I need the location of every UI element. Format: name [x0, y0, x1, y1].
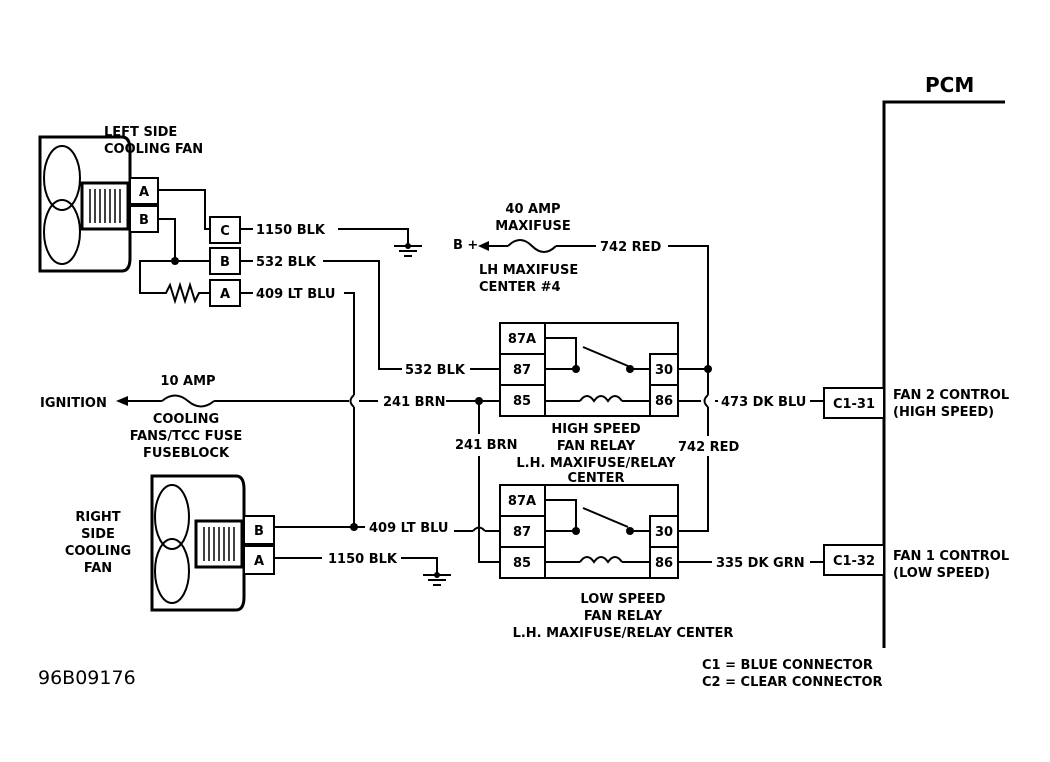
- maxifuse-label-1: 40 AMP: [505, 202, 560, 217]
- right-fan-motor: [194, 519, 244, 569]
- left-fan-housing: [38, 135, 132, 273]
- connector-pin-b: B: [220, 255, 230, 270]
- left-fan-blade-top: [43, 145, 81, 211]
- connector-c1-32: [823, 544, 885, 576]
- left-fan-pin-b: B: [139, 213, 149, 228]
- wire-1150-blk-top: 1150 BLK: [256, 223, 326, 238]
- right-fan-pin-b: B: [254, 524, 264, 539]
- maxifuse-40amp: 40 AMP MAXIFUSE B + 742 RED LH MAXIFUSE …: [453, 202, 709, 369]
- connector-c1-32-label: C1-32: [833, 554, 875, 569]
- right-fan-pin-b-box: [243, 515, 275, 545]
- high-relay-pin-87a: 87A: [508, 332, 536, 347]
- wire-473-dk-blu: 473 DK BLU: [721, 395, 806, 410]
- connector-pin-c: C: [220, 224, 230, 239]
- right-fan-label-4: FAN: [84, 561, 112, 576]
- legend-c2: C2 = CLEAR CONNECTOR: [702, 675, 883, 690]
- high-relay-pin-87: 87: [513, 363, 531, 378]
- ignition-arrow: [116, 396, 128, 406]
- left-fan-blade-bottom: [43, 199, 81, 265]
- wire-241-brn-main: 241 BRN: [383, 395, 445, 410]
- left-fan-pin-a-box: [129, 177, 159, 205]
- wire-532-blk-top: 532 BLK: [256, 255, 317, 270]
- pcm-module: PCM FAN 2 CONTROL (HIGH SPEED) FAN 1 CON…: [823, 73, 1009, 648]
- wire-335-dk-grn: 335 DK GRN: [716, 556, 805, 571]
- connector-c1-31-label: C1-31: [833, 397, 875, 412]
- right-fan-label-1: RIGHT: [75, 510, 120, 525]
- pcm-fan2-control: FAN 2 CONTROL: [893, 388, 1009, 403]
- connector-c1-31: [823, 387, 885, 419]
- left-fan-pin-a: A: [139, 185, 149, 200]
- low-relay-caption-3: L.H. MAXIFUSE/RELAY CENTER: [513, 626, 734, 641]
- maxifuse-center-2: CENTER #4: [479, 280, 561, 295]
- high-speed-relay: 87A 87 85 30 86: [499, 322, 679, 417]
- low-speed-relay: 87A 87 85 30 86: [499, 484, 679, 579]
- connector-pin-a: A: [220, 287, 230, 302]
- fan-connector: C B A: [209, 216, 241, 307]
- low-relay-coil: [579, 556, 623, 564]
- bplus-arrow: [478, 241, 489, 251]
- fuse-10amp: 10 AMP: [160, 374, 215, 389]
- low-relay-pin-87: 87: [513, 525, 531, 540]
- left-fan-motor-windings: [89, 189, 121, 223]
- maxifuse-symbol: [507, 239, 557, 253]
- right-fan-label-3: COOLING: [65, 544, 131, 559]
- wire-742-red-mid: 742 RED: [678, 440, 740, 455]
- connector-pin-c-box: [209, 216, 241, 244]
- high-relay-pin-86: 86: [655, 394, 673, 409]
- pcm-fan1-control: FAN 1 CONTROL: [893, 549, 1009, 564]
- right-fan-housing: [150, 474, 246, 612]
- right-fan-blade-bottom: [154, 538, 190, 604]
- low-relay-pin-30: 30: [655, 525, 673, 540]
- high-relay-pin-30: 30: [655, 363, 673, 378]
- fuse-10amp-symbol: [161, 394, 215, 408]
- right-cooling-fan: RIGHT SIDE COOLING FAN B A: [65, 474, 275, 612]
- fuse-label-2: FANS/TCC FUSE: [130, 429, 243, 444]
- pcm-fan1-speed: (LOW SPEED): [893, 566, 990, 581]
- ignition-fuse: IGNITION 10 AMP COOLING FANS/TCC FUSE FU…: [40, 374, 500, 461]
- low-relay-caption-1: LOW SPEED: [580, 592, 665, 607]
- figure-id: 96B09176: [38, 667, 136, 689]
- right-fan-motor-windings: [203, 527, 235, 561]
- right-fan-blade-top: [154, 484, 190, 550]
- high-relay-caption-2: FAN RELAY: [557, 439, 636, 454]
- high-relay-pin-85: 85: [513, 394, 531, 409]
- pcm-title: PCM: [925, 73, 974, 97]
- wire-241-brn-branch: 241 BRN: [455, 438, 517, 453]
- right-fan-pin-a: A: [254, 554, 264, 569]
- pcm-fan2-speed: (HIGH SPEED): [893, 405, 994, 420]
- right-fan-pin-a-box: [243, 545, 275, 575]
- wire-532-blk-relay: 532 BLK: [405, 363, 466, 378]
- maxifuse-label-2: MAXIFUSE: [495, 219, 571, 234]
- wire-1150-blk-bottom: 1150 BLK: [328, 552, 398, 567]
- high-relay-caption-4: CENTER: [567, 471, 624, 486]
- low-relay-pin-85: 85: [513, 556, 531, 571]
- maxifuse-center-1: LH MAXIFUSE: [479, 263, 578, 278]
- left-fan-label-2: COOLING FAN: [104, 142, 203, 157]
- high-relay-caption-3: L.H. MAXIFUSE/RELAY: [516, 456, 676, 471]
- low-relay-pin-86: 86: [655, 556, 673, 571]
- left-fan-motor: [80, 181, 130, 231]
- right-fan-label-2: SIDE: [81, 527, 115, 542]
- wire-409-lt-blu-bottom: 409 LT BLU: [369, 521, 448, 536]
- resistor: [160, 281, 210, 305]
- high-relay-coil: [579, 395, 623, 403]
- fuse-label-1: COOLING: [153, 412, 219, 427]
- wire-742-red-top: 742 RED: [600, 240, 662, 255]
- legend-c1: C1 = BLUE CONNECTOR: [702, 658, 873, 673]
- left-cooling-fan: LEFT SIDE COOLING FAN A B: [38, 125, 203, 273]
- ignition-label: IGNITION: [40, 396, 107, 411]
- high-relay-caption-1: HIGH SPEED: [551, 422, 640, 437]
- wire-409-lt-blu-top: 409 LT BLU: [256, 287, 335, 302]
- low-relay-caption-2: FAN RELAY: [584, 609, 663, 624]
- low-relay-pin-87a: 87A: [508, 494, 536, 509]
- battery-positive: B +: [453, 238, 478, 253]
- fuse-label-3: FUSEBLOCK: [143, 446, 230, 461]
